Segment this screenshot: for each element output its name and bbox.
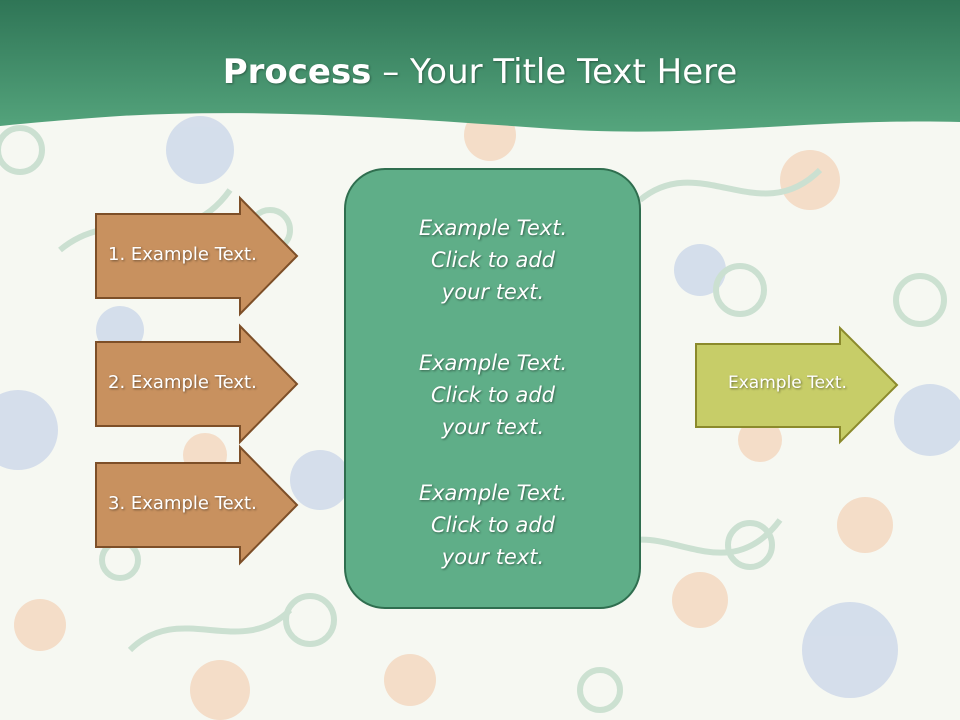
center-text-line: Click to add: [430, 513, 555, 537]
center-text-block-3[interactable]: Example Text. Click to add your text.: [346, 477, 640, 573]
right-arrow-label[interactable]: Example Text.: [728, 373, 847, 393]
center-text-line: Click to add: [430, 248, 555, 272]
center-text-line: your text.: [441, 545, 545, 569]
center-text-line: Example Text.: [418, 216, 568, 240]
arrow-label-3[interactable]: 3. Example Text.: [108, 493, 257, 514]
center-text-block-2[interactable]: Example Text. Click to add your text.: [346, 347, 640, 443]
left-arrows: [95, 195, 299, 566]
title-bold: Process: [222, 52, 372, 92]
arrow-shape-1: [95, 195, 299, 317]
center-text-line: your text.: [441, 280, 545, 304]
center-text-line: Example Text.: [418, 351, 568, 375]
right-arrow-shape: [695, 325, 899, 445]
arrow-label-1[interactable]: 1. Example Text.: [108, 244, 257, 265]
arrow-shape-2: [95, 323, 299, 445]
header-band: [0, 0, 960, 132]
center-text-line: your text.: [441, 415, 545, 439]
slide-title[interactable]: Process – Your Title Text Here: [0, 52, 960, 92]
arrow-shape-3: [95, 444, 299, 566]
center-box-shape: [344, 168, 641, 609]
center-text-line: Example Text.: [418, 481, 568, 505]
arrow-label-2[interactable]: 2. Example Text.: [108, 372, 257, 393]
title-rest: – Your Title Text Here: [371, 52, 738, 92]
center-text-line: Click to add: [430, 383, 555, 407]
center-text-block-1[interactable]: Example Text. Click to add your text.: [346, 212, 640, 308]
